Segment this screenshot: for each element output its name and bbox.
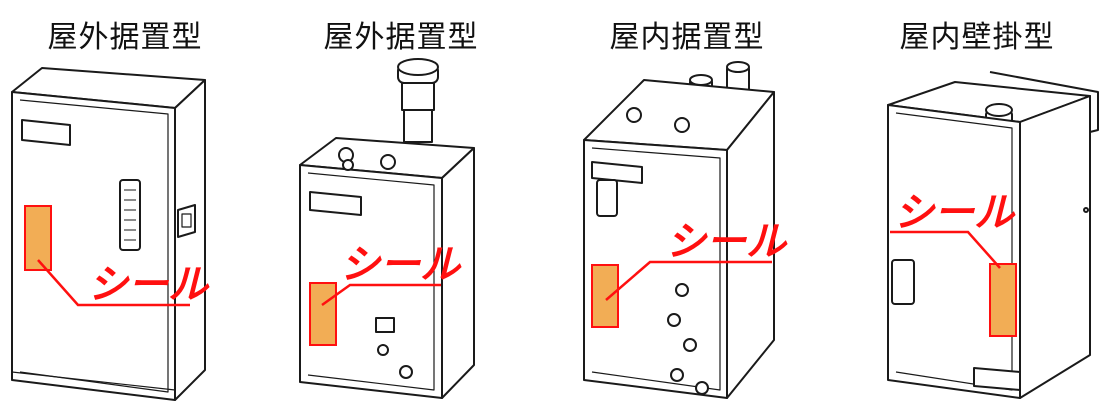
- panel-title: 屋内据置型: [609, 20, 765, 55]
- panel-indoor-wall: 屋内壁掛型 シール: [850, 0, 1104, 405]
- panel-indoor-floor: 屋内据置型 シール: [562, 0, 812, 405]
- leader-line: [890, 230, 1001, 269]
- seal-label: シール: [894, 190, 1016, 236]
- seal-label: シール: [666, 219, 788, 265]
- seal-label: シール: [88, 262, 210, 308]
- seal-sticker: [24, 205, 52, 271]
- panel-title: 屋内壁掛型: [899, 20, 1055, 55]
- leader-line: [321, 283, 441, 307]
- panel-outdoor-floor-2: 屋外据置型 シール: [276, 0, 526, 405]
- seal-sticker: [309, 282, 337, 346]
- seal-sticker: [591, 264, 619, 328]
- panel-title: 屋外据置型: [47, 20, 203, 55]
- seal-label: シール: [340, 242, 462, 288]
- leader-line: [605, 260, 772, 301]
- water-heater-illustration: シール: [299, 58, 475, 399]
- panel-outdoor-floor-1: 屋外据置型: [0, 0, 250, 405]
- panel-title: 屋外据置型: [323, 20, 479, 55]
- water-heater-illustration: シール: [583, 61, 788, 399]
- seal-sticker: [989, 263, 1017, 337]
- leader-line: [37, 259, 190, 307]
- water-heater-illustration: シール: [887, 71, 1099, 399]
- water-heater-illustration: シール: [11, 67, 210, 401]
